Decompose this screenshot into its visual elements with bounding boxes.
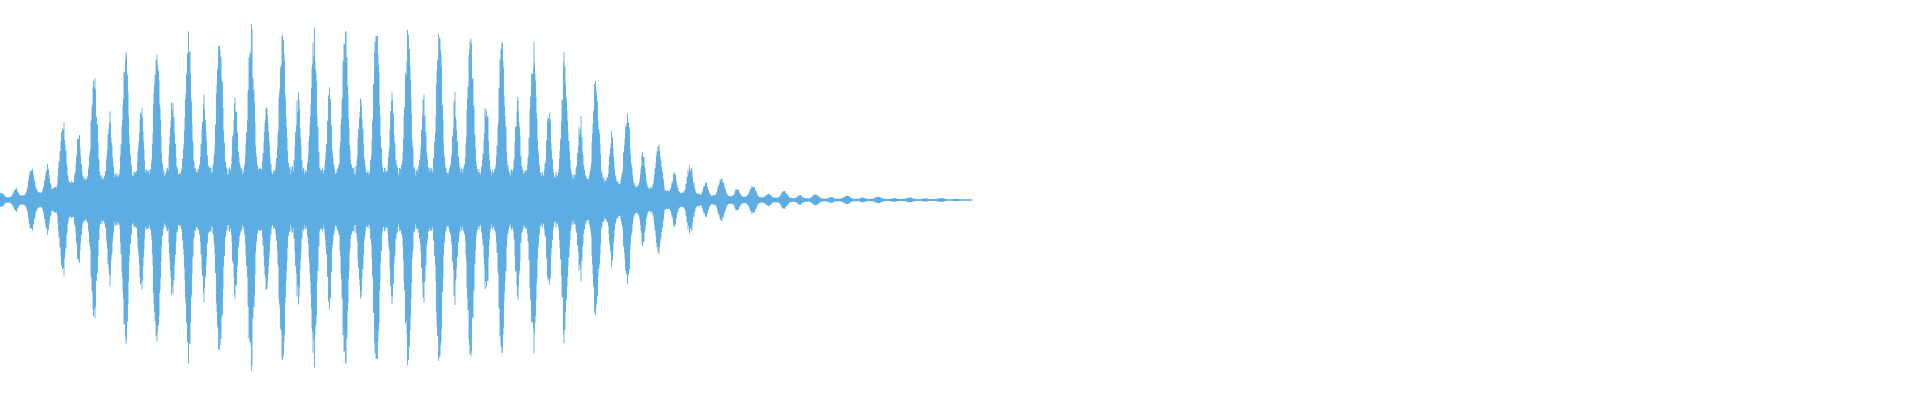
waveform-shape bbox=[0, 23, 973, 371]
waveform-samples bbox=[0, 23, 973, 371]
